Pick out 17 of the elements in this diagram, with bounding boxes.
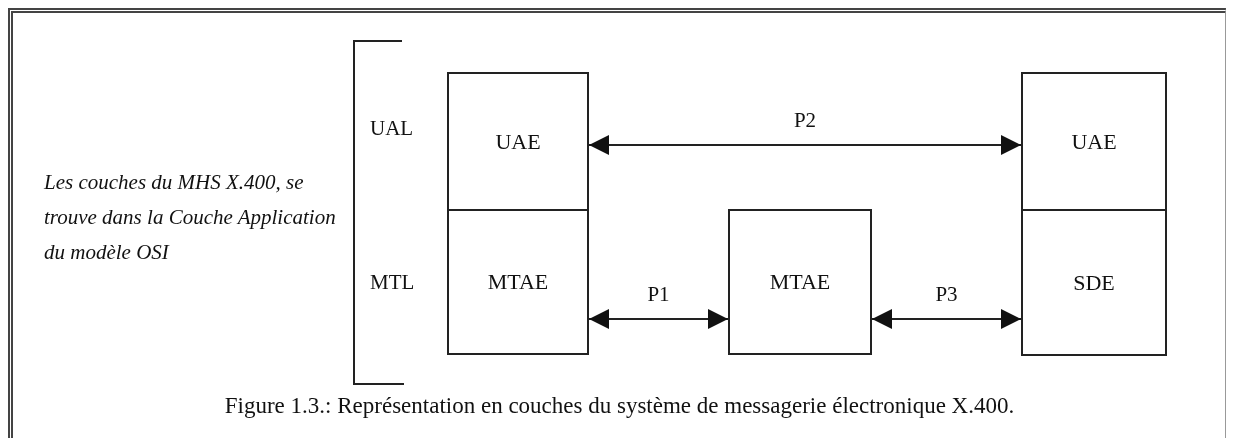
side-note: Les couches du MHS X.400, se trouve dans la Couche Application du modèle OSI	[44, 169, 337, 266]
entity-box	[728, 209, 872, 355]
entity-name: UAE	[495, 128, 541, 155]
entity-name: MTAE	[487, 269, 549, 295]
double-arrow	[588, 309, 729, 329]
layer-label: UAL	[370, 116, 414, 141]
entity-box	[447, 209, 589, 355]
entity-name: UAE	[1071, 128, 1117, 155]
entity-box	[447, 72, 589, 211]
layer-label: MTL	[370, 270, 415, 295]
figure-caption: Figure 1.3.: Représentation en couches du système de messagerie électronique X.400.	[223, 393, 1016, 419]
entity-name: SDE	[1073, 269, 1115, 296]
double-arrow	[871, 309, 1022, 329]
entity-box	[1021, 72, 1167, 211]
entity-name: MTAE	[769, 269, 831, 295]
double-arrow	[588, 135, 1022, 155]
entity-box	[1021, 209, 1167, 356]
